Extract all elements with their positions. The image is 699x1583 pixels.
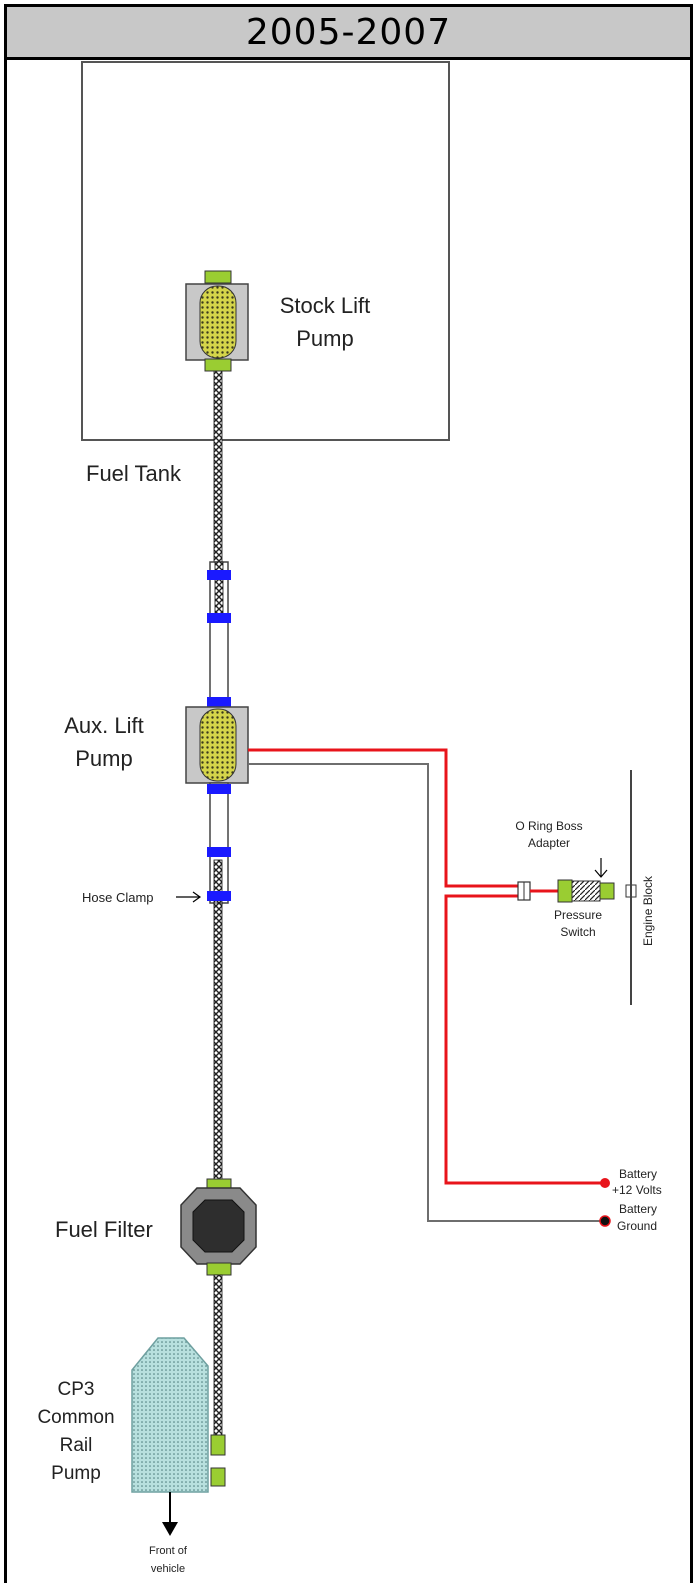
front-of-vehicle-label: vehicle bbox=[151, 1563, 185, 1575]
stock-lift-pump-core bbox=[199, 285, 237, 359]
fuel-line-lower bbox=[213, 1274, 223, 1436]
stock-lift-pump-label: Stock Lift bbox=[280, 293, 370, 318]
o-ring-boss-adapter bbox=[599, 882, 615, 900]
pressure-switch-label: Pressure bbox=[554, 908, 602, 922]
ground-wire bbox=[248, 763, 603, 1222]
battery-positive-label: +12 Volts bbox=[612, 1183, 662, 1197]
battery-ground-label: Battery bbox=[619, 1202, 657, 1216]
cp3-label: Pump bbox=[51, 1463, 101, 1484]
power-wire-to-switch bbox=[248, 748, 522, 888]
pump-fitting bbox=[204, 270, 232, 284]
fuel-line-upper bbox=[213, 364, 223, 566]
battery-ground-terminal bbox=[599, 1215, 611, 1227]
o-ring-boss-label: Adapter bbox=[528, 836, 570, 850]
hose-clamp bbox=[207, 784, 231, 794]
aux-lift-pump-label: Pump bbox=[75, 746, 132, 771]
engine-block-label: Engine Block bbox=[641, 875, 655, 946]
cp3-label: Common bbox=[37, 1407, 114, 1428]
fuel-filter-label: Fuel Filter bbox=[55, 1217, 153, 1242]
pressure-switch bbox=[571, 880, 601, 902]
adapter-arrow-head bbox=[594, 869, 608, 878]
battery-ground-label: Ground bbox=[617, 1219, 657, 1233]
power-wire-to-battery bbox=[444, 894, 603, 1185]
hose-clamp bbox=[207, 891, 231, 901]
hose-clamp-label: Hose Clamp bbox=[82, 890, 154, 905]
front-of-vehicle-label: Front of bbox=[149, 1545, 188, 1557]
battery-positive-terminal bbox=[600, 1178, 610, 1188]
cp3-label: Rail bbox=[60, 1435, 93, 1456]
front-arrow-head bbox=[162, 1522, 178, 1536]
cp3-common-rail-pump bbox=[131, 1337, 209, 1493]
fuel-tank-label: Fuel Tank bbox=[86, 461, 182, 486]
fuel-filter-core bbox=[192, 1199, 245, 1253]
o-ring-boss-label: O Ring Boss bbox=[515, 819, 582, 833]
hose-clamp bbox=[207, 847, 231, 857]
hose-clamp bbox=[207, 570, 231, 580]
battery-positive-label: Battery bbox=[619, 1167, 657, 1181]
cp3-fitting bbox=[210, 1434, 226, 1456]
pressure-switch-label: Switch bbox=[560, 925, 595, 939]
fuel-line-middle bbox=[213, 902, 223, 1182]
stock-lift-pump-label: Pump bbox=[296, 326, 353, 351]
hose-clamp-arrow-head bbox=[192, 891, 202, 903]
switch-terminal bbox=[557, 879, 573, 903]
cp3-fitting bbox=[210, 1467, 226, 1487]
hose-clamp bbox=[207, 697, 231, 707]
pump-fitting bbox=[204, 358, 232, 372]
diagram-border bbox=[4, 57, 693, 1583]
aux-lift-pump-label: Aux. Lift bbox=[64, 713, 143, 738]
filter-fitting bbox=[206, 1262, 232, 1276]
aux-lift-pump-core bbox=[199, 708, 237, 782]
hose-clamp bbox=[207, 613, 231, 623]
fuel-tank bbox=[81, 61, 450, 441]
diagram-title: 2005-2007 bbox=[4, 4, 693, 60]
cp3-label: CP3 bbox=[58, 1379, 95, 1400]
